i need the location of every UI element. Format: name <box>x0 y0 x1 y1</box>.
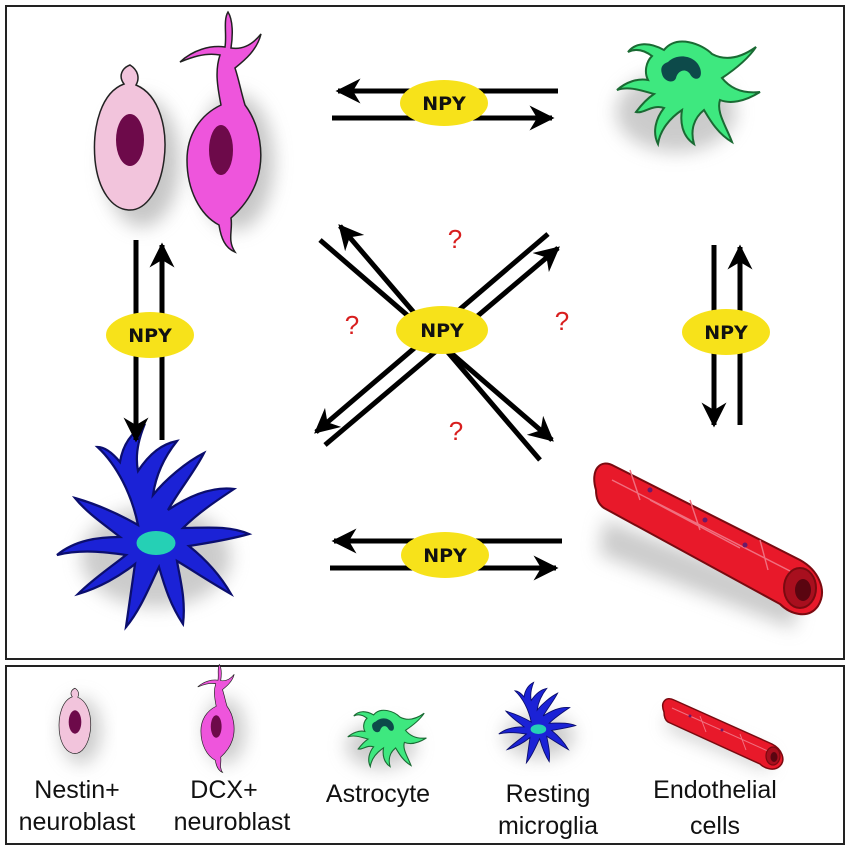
astrocyte-cell <box>616 40 761 152</box>
legend-dcx: DCX+ neuroblast <box>174 664 291 836</box>
unknown-right: ? <box>555 306 569 336</box>
dcx-neuroblast-cell <box>179 11 274 253</box>
npy-label: NPY <box>422 93 466 115</box>
npy-left: NPY <box>106 312 194 358</box>
unknown-top: ? <box>448 224 462 254</box>
nestin-neuroblast-cell <box>93 64 180 227</box>
legend-microglia-label-1: Resting <box>506 780 591 808</box>
npy-label: NPY <box>128 325 172 347</box>
unknown-left: ? <box>345 310 359 340</box>
legend-microglia-label-2: microglia <box>498 812 598 840</box>
microglia-cell <box>55 424 251 629</box>
npy-right: NPY <box>682 309 770 355</box>
legend-nestin-label-2: neuroblast <box>19 808 136 836</box>
legend-nestin: Nestin+ neuroblast <box>19 687 136 836</box>
legend-dcx-label-1: DCX+ <box>190 776 257 804</box>
npy-label: NPY <box>420 320 464 342</box>
legend-nestin-label-1: Nestin+ <box>34 776 119 804</box>
npy-bottom: NPY <box>401 532 489 578</box>
legend-astrocyte: Astrocyte <box>326 709 430 808</box>
npy-center: NPY <box>396 306 488 354</box>
legend-endothelial-label-2: cells <box>690 812 740 840</box>
legend-endothelial: Endothelial cells <box>653 698 784 840</box>
legend-astrocyte-label: Astrocyte <box>326 780 430 808</box>
npy-top: NPY <box>400 80 488 126</box>
endothelial-cell <box>593 462 823 629</box>
npy-label: NPY <box>704 322 748 344</box>
npy-label: NPY <box>423 545 467 567</box>
legend-endothelial-label-1: Endothelial <box>653 776 777 804</box>
unknown-bottom: ? <box>449 416 463 446</box>
legend-dcx-label-2: neuroblast <box>174 808 291 836</box>
legend-microglia: Resting microglia <box>498 681 598 840</box>
legend-panel <box>5 665 845 845</box>
